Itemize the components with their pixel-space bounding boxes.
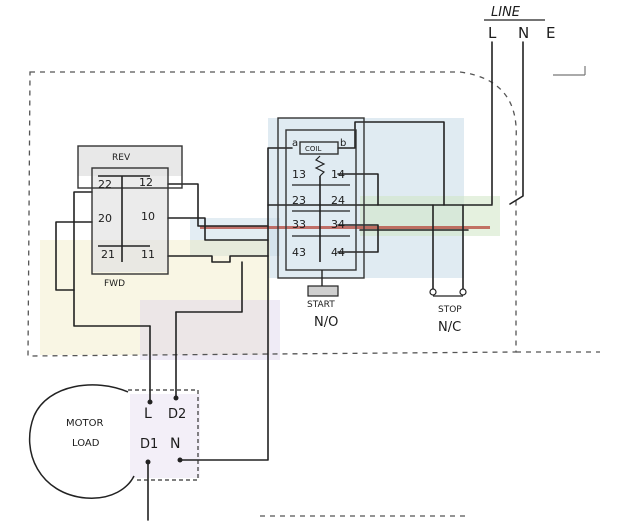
contactor: COIL a b 13 14 23 24 33 34 43 44 [277,117,365,279]
contact-20: 20 [98,212,112,225]
motor-terminal-d1-dot [145,459,151,465]
contact-23: 23 [292,194,306,207]
contact-34: 34 [331,218,345,231]
start-cap [307,285,339,297]
wash-motor-terminals [130,394,200,478]
motor-terminal-n-dot [177,457,183,463]
terminal-l-label: L [488,24,497,42]
rev-outer-box [77,145,183,189]
coil-spring [314,155,326,177]
contactor-inner [285,129,357,271]
coil-terminal-b: b [340,138,346,149]
wire-contact-34 [337,224,379,253]
coil-terminal-a: a [292,138,298,149]
wire-switch-bottom-run [167,255,269,263]
reversing-switch: REV FWD 22 12 20 10 21 11 [77,145,183,289]
contact-43: 43 [292,246,306,259]
fwd-label: FWD [104,279,125,289]
contact-22: 22 [98,178,112,191]
contact-33: 33 [292,218,306,231]
switch-body [91,167,169,275]
motor: MOTOR LOAD L D2 D1 N [29,384,199,499]
contact-11: 11 [141,248,155,261]
terminal-e-label: E [546,24,555,42]
wire-line-n [509,41,524,205]
stop-terminal-left [429,288,437,296]
motor-terminal-bracket [128,389,199,481]
wash-red-wire [200,226,490,229]
contact-44: 44 [331,246,345,259]
contact-21: 21 [101,248,115,261]
wire-left-feed [73,191,93,291]
motor-label-1: MOTOR [66,418,103,429]
wire-motor-n [179,255,269,461]
contact-12: 12 [139,176,153,189]
wire-switch-top-run [167,183,269,227]
motor-terminal-n: N [170,436,180,452]
wash-switch-box [92,168,168,272]
wire-switch-mid-run [167,217,269,241]
coil-box [299,141,339,155]
wire-contact-14 [337,173,379,206]
wiring [55,41,524,521]
rev-label: REV [112,153,131,163]
terminal-n-label: N [518,24,529,42]
start-button: START N/O [307,270,339,330]
contact-13: 13 [292,168,306,181]
contact-24: 24 [331,194,345,207]
line-heading: LINE [491,5,521,20]
stop-terminal-right [459,288,467,296]
stop-label: STOP [438,305,462,315]
contactor-outer [277,117,365,279]
wash-lower-strip [140,300,280,360]
motor-terminal-d2: D2 [168,407,186,422]
coil-label: COIL [305,145,321,153]
contact-14: 14 [331,168,345,181]
wire-motor-d2-top [175,261,243,313]
contact-10: 10 [141,210,155,223]
color-washes [40,118,500,478]
wire-contactor-top [337,121,445,206]
start-type: N/O [314,315,338,330]
motor-terminal-d1: D1 [140,437,158,452]
motor-terminal-l-dot [147,399,153,405]
motor-label-2: LOAD [72,438,100,449]
stop-type: N/C [438,320,461,335]
motor-terminal-d2-dot [173,395,179,401]
wire-left-loop [55,221,151,327]
motor-body [29,384,135,499]
motor-terminal-l: L [144,406,152,422]
enclosure-outline [27,71,517,357]
wire-contactor-left-loop [267,147,293,257]
start-label: START [307,300,335,310]
stop-button: STOP N/C [429,288,467,335]
